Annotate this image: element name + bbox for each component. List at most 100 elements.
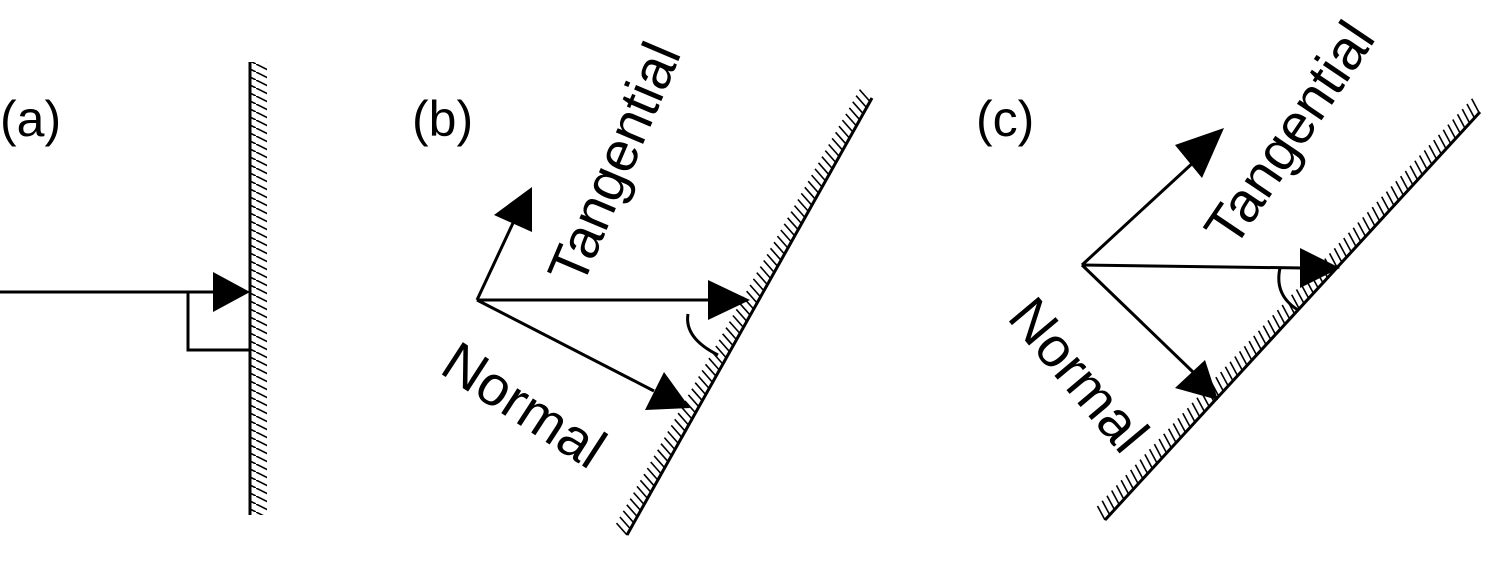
wall-hatch-tick	[1182, 412, 1192, 428]
wall-hatch-tick	[1186, 407, 1196, 423]
wall-hatch-tick	[633, 492, 645, 506]
wall-hatch-tick	[670, 424, 683, 438]
wall-hatch-tick	[1134, 464, 1144, 480]
wall-hatch-tick	[838, 125, 851, 139]
right-angle-marker	[186, 292, 250, 352]
tangential-arrow-b	[475, 187, 532, 301]
wall-hatch-tick	[1272, 314, 1282, 330]
wall-hatch-tick	[1276, 309, 1286, 325]
wall-hatch-tick	[1404, 170, 1414, 186]
wall-hatch-tick	[615, 522, 628, 536]
wall-hatch-tick	[1442, 129, 1452, 145]
wall-hatch-tick	[787, 217, 799, 231]
panel-c: (c) Tangential Normal	[976, 10, 1482, 522]
wall-hatch-tick	[1262, 325, 1272, 340]
wall-hatch-tick	[1380, 196, 1390, 212]
wall-hatch-tick	[1437, 134, 1447, 150]
wall-hatch-tick	[1234, 356, 1244, 371]
wall-hatch-tick	[660, 443, 673, 457]
wall-hatch-tick	[759, 266, 772, 280]
wall-hatch-tick	[1172, 423, 1182, 438]
wall-hatch-tick	[1253, 335, 1263, 351]
normal-arrow-b	[476, 298, 690, 410]
wall-hatch-tick	[732, 314, 744, 328]
wall-hatch-tick	[804, 186, 816, 200]
incident-arrow-a	[0, 272, 250, 312]
incident-arrow-b	[477, 280, 750, 320]
wall-hatch-tick	[622, 510, 635, 524]
wall-hatch-tick	[739, 302, 751, 316]
wall-hatch-tick	[1238, 351, 1248, 366]
wall-hatch-tick	[1196, 397, 1206, 413]
panel-a: (a)	[0, 62, 267, 515]
normal-arrow-c	[1080, 263, 1218, 400]
wall-hatch-tick	[780, 229, 792, 243]
wall-b	[615, 89, 874, 536]
wall-hatch-tick	[1215, 376, 1225, 392]
wall-hatch-tick	[1219, 371, 1229, 387]
wall-hatch-tick	[728, 321, 741, 335]
wall-hatch-tick	[694, 382, 707, 396]
wall-hatch-tick	[722, 333, 734, 347]
wall-hatch-tick	[1257, 330, 1267, 346]
wall-hatch-tick	[835, 131, 847, 145]
wall-hatch-tick	[667, 430, 679, 444]
wall-hatch-tick	[1290, 294, 1300, 310]
wall-a	[248, 62, 267, 515]
wall-hatch-tick	[619, 516, 631, 530]
wall-hatch-tick	[1267, 320, 1277, 335]
wall-hatch-tick	[1461, 108, 1471, 124]
wall-hatch-tick	[1347, 232, 1357, 248]
wall-hatch-tick	[1447, 124, 1457, 139]
wall-hatch-tick	[1376, 201, 1386, 217]
wall-hatch-tick	[1167, 428, 1177, 444]
wall-hatch-tick	[684, 400, 697, 414]
wall-hatch-tick	[1418, 155, 1428, 170]
wall-hatch-tick	[1428, 144, 1438, 160]
wall-hatch-tick	[1191, 402, 1201, 418]
wall-hatch-tick	[800, 192, 813, 206]
wall-hatch-tick	[848, 107, 861, 121]
wall-hatch-tick	[858, 89, 871, 103]
wall-hatch-tick	[749, 284, 762, 298]
wall-hatch-tick	[1338, 242, 1348, 258]
wall-hatch-tick	[828, 143, 840, 157]
panel-b: (b) Tangential Normal	[412, 33, 874, 536]
wall-hatch-tick	[769, 247, 782, 261]
wall-hatch-tick	[1120, 479, 1130, 495]
wall-hatch-tick	[1466, 103, 1476, 119]
wall-hatch-tick	[1409, 165, 1419, 181]
wall-hatch-tick	[1153, 443, 1163, 459]
wall-hatch-tick	[1139, 459, 1149, 474]
wall-hatch-tick	[718, 339, 731, 353]
wall-hatch-tick	[735, 308, 748, 322]
wall-hatch-tick	[1144, 454, 1154, 469]
wall-hatch-tick	[831, 137, 844, 151]
wall-hatch-tick	[817, 162, 830, 176]
wall-hatch-tick	[646, 467, 659, 481]
incident-arrow-c	[1081, 248, 1340, 288]
wall-hatch-tick	[763, 259, 775, 273]
wall-hatch-tick	[1096, 505, 1106, 521]
wall-hatch-tick	[793, 205, 806, 219]
wall-hatch-tick	[821, 156, 833, 170]
wall-hatch-tick	[1163, 433, 1173, 449]
wall-hatch-tick	[1158, 438, 1168, 454]
wall-hatch-tick	[1390, 186, 1400, 201]
wall-hatch-tick	[1395, 180, 1405, 196]
wall-hatch-tick	[1110, 490, 1120, 505]
wall-hatch-tick	[1281, 304, 1291, 320]
wall-hatch-tick	[1328, 253, 1338, 268]
wall-hatch-tick	[1352, 227, 1362, 243]
wall-hatch-tick	[708, 357, 720, 371]
wall-hatch-tick	[841, 119, 854, 133]
wall-hatch-tick	[698, 375, 710, 390]
wall-hatch-tick	[1148, 448, 1158, 464]
wall-hatch-tick	[1414, 160, 1424, 176]
wall-hatch-tick	[643, 473, 656, 487]
wall-hatch-tick	[636, 485, 649, 499]
wall-hatch-tick	[852, 101, 864, 115]
wall-hatch-tick	[1229, 361, 1239, 377]
angle-arc-b	[686, 313, 719, 357]
wall-hatch-tick	[626, 504, 638, 518]
